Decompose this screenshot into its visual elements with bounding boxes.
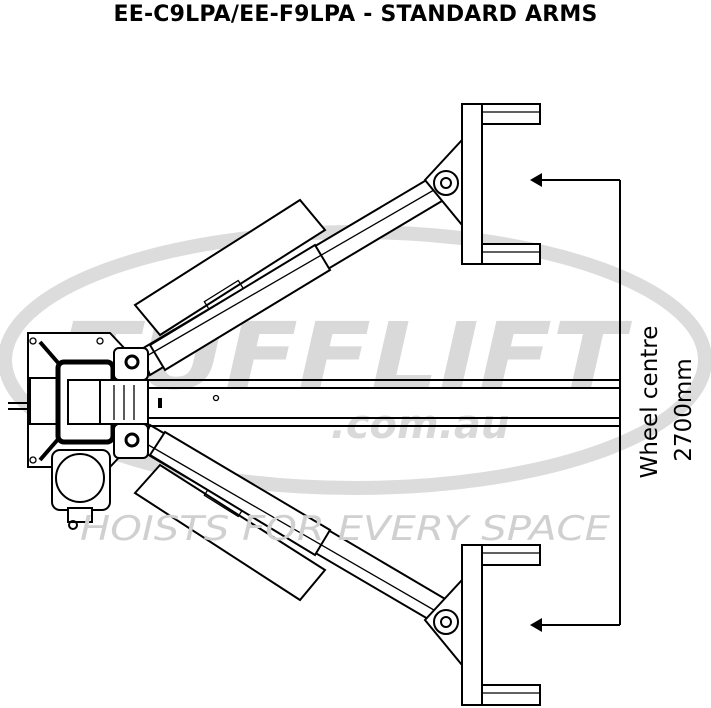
column-base (8, 332, 149, 530)
dimension-value: 2700mm (671, 358, 697, 461)
dimension-label: Wheel centre (637, 326, 663, 479)
arm-pivots (113, 347, 149, 459)
lower-arm (133, 423, 541, 706)
wheel-centre-dimension: Wheel centre 2700mm (530, 173, 697, 632)
upper-arm (133, 103, 541, 377)
main-beam (148, 379, 620, 427)
watermark-tagline: HOISTS FOR EVERY SPACE (80, 509, 611, 549)
arrow-left-icon (530, 173, 542, 187)
arrow-left-icon (530, 618, 542, 632)
diagram-title: EE-C9LPA/EE-F9LPA - STANDARD ARMS (113, 2, 598, 27)
